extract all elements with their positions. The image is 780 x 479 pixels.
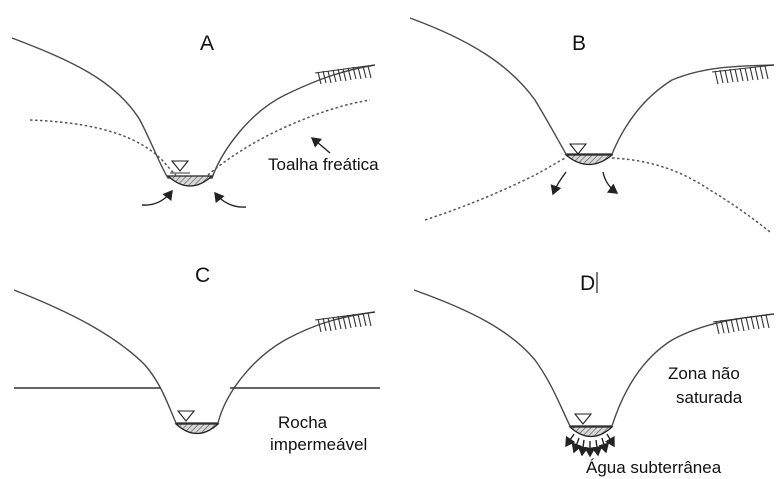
panel-d-letter: D — [580, 272, 595, 295]
panel-a-label-pointer — [312, 138, 330, 153]
panel-c-rock-label-line1: Rocha — [278, 413, 328, 432]
panel-b-water-table — [425, 158, 770, 232]
panel-d: D Zona não saturada Água subterrânea — [414, 272, 774, 477]
panel-d-stream — [570, 427, 612, 437]
panel-d-grass-hatch — [713, 314, 774, 334]
panel-b-outflow-arrow-right — [603, 172, 617, 193]
panel-c-grass-hatch — [315, 312, 375, 332]
panel-a-inflow-arrow-left — [142, 191, 172, 205]
panel-a-water-level-icon — [172, 161, 188, 171]
panel-a-stream — [168, 176, 212, 186]
panel-c: C Rocha impermeável — [14, 264, 380, 454]
panel-a-inflow-arrow-right — [215, 193, 246, 207]
panel-c-water-level-icon — [178, 411, 194, 421]
panel-c-letter: C — [195, 264, 210, 287]
panel-c-stream — [176, 424, 218, 434]
panel-c-rock-label-line2: impermeável — [270, 435, 367, 454]
panel-b-letter: B — [572, 32, 586, 55]
panel-a-grass-hatch — [315, 65, 374, 84]
panel-a-water-table-label: Toalha freática — [268, 155, 379, 174]
panel-b-stream — [566, 155, 612, 165]
panel-b-water-level-icon — [570, 144, 586, 154]
panel-d-zone-label-line2: saturada — [676, 388, 743, 407]
panel-b: B — [410, 18, 774, 232]
panel-d-zone-label-line1: Zona não — [668, 364, 740, 383]
panel-d-groundwater-label: Água subterrânea — [586, 458, 722, 477]
panel-d-seepage-arrows — [566, 434, 614, 456]
panel-c-valley — [14, 290, 375, 423]
panel-d-water-level-icon — [575, 414, 591, 424]
panel-a-letter: A — [200, 32, 214, 55]
panel-a: A Toalha freática — [12, 32, 379, 207]
panel-b-outflow-arrow-left — [553, 172, 566, 194]
panel-b-valley — [410, 18, 774, 154]
